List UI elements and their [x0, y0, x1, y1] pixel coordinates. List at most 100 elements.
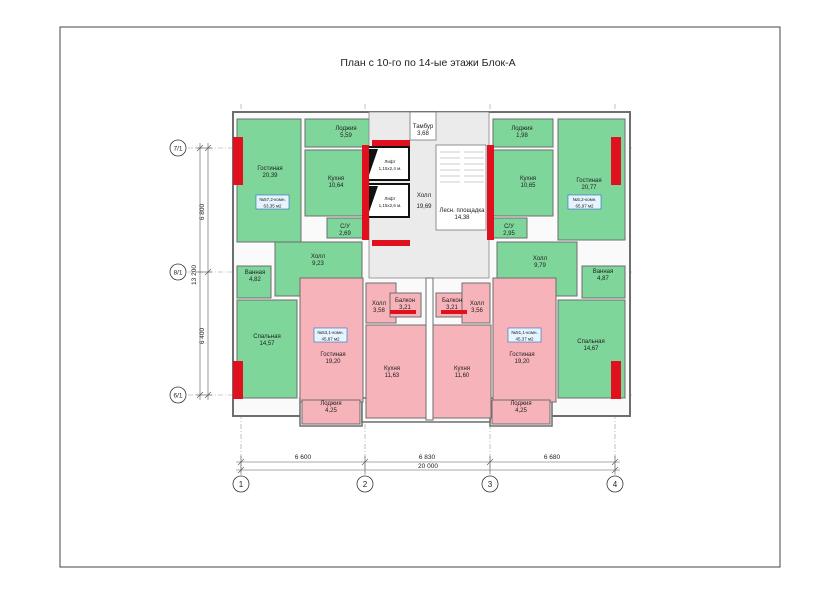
room-tr-bath: [581, 265, 626, 299]
label-mr-hall: Холл: [470, 301, 485, 307]
axis-bubble-2: [356, 475, 374, 493]
bottom-dimensions: [236, 456, 620, 474]
label-ml-balcony: Балкон: [395, 298, 415, 304]
room-mr-loggia: [491, 399, 551, 425]
room-tl-kitchen: [304, 149, 368, 217]
room-tr-loggia: [492, 118, 554, 148]
red-wall-ml-balcony: [390, 310, 416, 314]
area-tr-loggia: 1,98: [516, 133, 528, 139]
axis-label-4: 4: [613, 480, 618, 489]
area-ml-living: 19,20: [325, 359, 341, 365]
central-core: [365, 111, 490, 421]
red-wall-tr-living: [611, 137, 621, 185]
axis-bubble-3: [481, 475, 499, 493]
label-tr-wc: С/У: [504, 224, 514, 230]
area-core-hall: 19,69: [416, 204, 432, 210]
tag-ml-number: №53,1-комн.: [317, 330, 343, 335]
area-tl-bath: 4,82: [249, 277, 261, 283]
axis-label-8: 8/1: [173, 270, 182, 277]
red-wall-lift: [362, 145, 369, 240]
room-tl-bedroom: [236, 299, 298, 399]
label-tl-wc: С/У: [340, 224, 350, 230]
label-tr-kitchen: Кухня: [520, 176, 536, 182]
area-tr-bedroom: 14,67: [583, 346, 599, 352]
area-lift-2: 1,15х2,6 м.: [379, 203, 402, 208]
axis-bubble-7: [169, 139, 187, 157]
dim-bottom-1: 6 600: [295, 454, 312, 461]
label-ml-hall: Холл: [372, 301, 387, 307]
apartment-tags: №57,2-комн. 63,35 м2 №5,2-комн. 65,97 м2…: [255, 194, 602, 343]
axis-label-1: 1: [239, 480, 244, 489]
plan-title: План с 10-го по 14-ые этажи Блок-А: [340, 57, 515, 69]
tag-box-tr: [567, 194, 602, 210]
tag-box-ml: [313, 327, 348, 343]
area-ml-loggia: 4,25: [325, 408, 337, 414]
area-tr-living: 20,77: [581, 185, 597, 191]
label-mr-living: Гостиная: [509, 352, 534, 358]
area-tl-loggia: 5,59: [340, 133, 352, 139]
label-tl-kitchen: Кухня: [328, 176, 344, 182]
axis-label-7: 7/1: [173, 146, 182, 153]
fire-walls: [233, 137, 621, 399]
label-ml-kitchen: Кухня: [384, 366, 400, 372]
red-wall-tr-bedroom: [611, 361, 621, 399]
area-mr-living: 19,20: [514, 359, 530, 365]
tag-mr-area: 45,37 м2: [515, 337, 534, 342]
label-tl-bedroom: Спальная: [253, 334, 280, 340]
tag-tl-number: №57,2-комн.: [259, 197, 285, 202]
label-mr-kitchen: Кухня: [454, 366, 470, 372]
axis-bubble-4: [606, 475, 624, 493]
area-tl-living: 20,39: [262, 173, 278, 179]
label-mr-balcony: Балкон: [442, 298, 462, 304]
red-wall-tl-bedroom: [233, 361, 243, 399]
area-ml-balcony: 3,21: [399, 305, 411, 311]
party-wall: [425, 277, 434, 421]
axis-label-2: 2: [363, 480, 368, 489]
label-tl-living: Гостиная: [257, 166, 282, 172]
red-wall-stair: [487, 145, 494, 240]
axis-bubble-1: [232, 475, 250, 493]
area-tl-kitchen: 10,64: [328, 183, 344, 189]
bottom-dimension-labels: 6 600 6 830 6 680 20 000: [295, 454, 561, 470]
room-mr-hall: [461, 282, 491, 324]
label-tr-hall: Холл: [533, 256, 548, 262]
area-tr-bath: 4,87: [597, 276, 609, 282]
red-wall-lift-bottom: [372, 240, 410, 246]
dim-bottom-total: 20 000: [418, 463, 438, 470]
red-wall-mr-balcony: [441, 310, 467, 314]
label-tambour: Тамбур: [413, 124, 434, 130]
apartment-middle-left: [299, 277, 427, 425]
axis-bubble-6: [169, 386, 187, 404]
room-ml-kitchen: [365, 324, 427, 419]
label-ml-loggia: Лоджия: [320, 401, 341, 407]
area-tl-wc: 2,69: [339, 231, 351, 237]
sheet-frame: [59, 26, 781, 568]
label-ml-living: Гостиная: [320, 352, 345, 358]
tag-ml-area: 45,87 м2: [321, 337, 340, 342]
area-stair-landing: 14,38: [454, 215, 470, 221]
label-tr-loggia: Лоджия: [511, 126, 532, 132]
area-tr-kitchen: 10,65: [520, 183, 536, 189]
label-lift-2: Лифт: [384, 196, 395, 201]
label-tr-bath: Ванная: [593, 269, 614, 275]
axis-label-6: 6/1: [173, 393, 182, 400]
room-tl-bath: [236, 265, 272, 299]
tag-mr-number: №51,1-комн.: [511, 330, 537, 335]
stair-steps: [440, 151, 484, 183]
area-tambour: 3,68: [417, 131, 429, 137]
column-axis-markers: 1 2 3 4: [232, 475, 624, 493]
area-ml-kitchen: 11,63: [385, 373, 400, 379]
axis-label-3: 3: [488, 480, 493, 489]
room-mr-kitchen: [432, 324, 492, 419]
lift-2-cabin-mark: [368, 186, 378, 215]
label-tl-hall: Холл: [311, 254, 326, 260]
tag-tr-number: №5,2-комн.: [573, 197, 597, 202]
axis-bubble-8: [169, 263, 187, 281]
area-mr-loggia: 4,25: [515, 408, 527, 414]
red-wall-lift-top: [372, 140, 410, 146]
label-mr-loggia: Лоджия: [510, 401, 531, 407]
room-tr-kitchen: [492, 149, 554, 217]
tag-box-tl: [255, 194, 290, 210]
label-tr-living: Гостиная: [576, 178, 601, 184]
